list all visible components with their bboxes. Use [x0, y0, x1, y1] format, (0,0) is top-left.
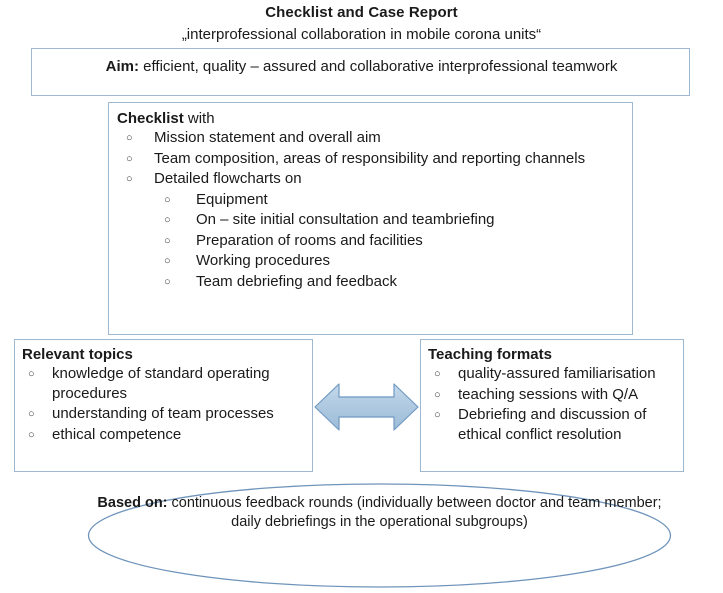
- bullet-circle-icon: ○: [164, 193, 171, 206]
- relevant-topics-heading: Relevant topics: [22, 346, 133, 363]
- teaching-formats-box: Teaching formats ○ quality-assured famil…: [420, 339, 684, 472]
- checklist-heading-rest: with: [183, 110, 215, 127]
- list-item-label: ethical competence: [52, 425, 182, 443]
- teaching-formats-list: ○ quality-assured familiarisation ○ teac…: [428, 364, 676, 444]
- aim-text: Aim: efficient, quality – assured and co…: [32, 58, 691, 75]
- sub-list-item: ○ Preparation of rooms and facilities: [154, 231, 624, 251]
- bullet-circle-icon: ○: [164, 234, 171, 247]
- connector-arrow: [313, 378, 420, 436]
- aim-body: efficient, quality – assured and collabo…: [139, 58, 618, 75]
- list-item-label: Mission statement and overall aim: [154, 129, 381, 147]
- bullet-circle-icon: ○: [28, 408, 35, 421]
- relevant-topics-list: ○ knowledge of standard operating proced…: [22, 364, 305, 444]
- aim-box: Aim: efficient, quality – assured and co…: [31, 48, 690, 96]
- list-item: ○ understanding of team processes: [22, 404, 305, 424]
- checklist-box: Checklist with ○ Mission statement and o…: [108, 102, 633, 335]
- checklist-heading: Checklist with: [117, 109, 624, 128]
- basis-label: Based on:: [97, 495, 168, 511]
- sub-list-item: ○ Team debriefing and feedback: [154, 272, 624, 292]
- list-item: ○ Debriefing and discussion of ethical c…: [428, 405, 676, 444]
- list-item: ○ Mission statement and overall aim: [117, 128, 624, 148]
- list-item-label: Debriefing and discussion of ethical con…: [458, 406, 647, 443]
- bullet-circle-icon: ○: [164, 255, 171, 268]
- checklist-sublist: ○ Equipment ○ On – site initial consulta…: [154, 190, 624, 292]
- list-item-label: knowledge of standard operating procedur…: [52, 365, 270, 402]
- bullet-circle-icon: ○: [28, 428, 35, 441]
- relevant-topics-box: Relevant topics ○ knowledge of standard …: [14, 339, 313, 472]
- list-item-label: teaching sessions with Q/A: [458, 385, 639, 403]
- sub-list-item-label: Team debriefing and feedback: [196, 272, 397, 290]
- list-item-label: Team composition, areas of responsibilit…: [154, 149, 586, 167]
- page-title: Checklist and Case Report: [265, 4, 458, 21]
- list-item: ○ Detailed flowcharts on ○ Equipment ○ O…: [117, 169, 624, 291]
- basis-body: continuous feedback rounds (individually…: [167, 495, 662, 531]
- sub-list-item-label: On – site initial consultation and teamb…: [196, 211, 495, 229]
- sub-list-item-label: Equipment: [196, 190, 268, 208]
- slide-canvas: Checklist and Case Report „interprofessi…: [14, 4, 690, 588]
- sub-list-item-label: Preparation of rooms and facilities: [196, 231, 423, 249]
- list-item: ○ Team composition, areas of responsibil…: [117, 149, 624, 169]
- bullet-circle-icon: ○: [28, 368, 35, 381]
- bullet-circle-icon: ○: [164, 214, 171, 227]
- double-headed-arrow-icon: [314, 383, 419, 431]
- list-item: ○ knowledge of standard operating proced…: [22, 364, 305, 403]
- checklist-heading-bold: Checklist: [117, 110, 184, 127]
- sub-list-item: ○ Equipment: [154, 190, 624, 210]
- list-item: ○ teaching sessions with Q/A: [428, 385, 676, 405]
- sub-list-item: ○ On – site initial consultation and tea…: [154, 210, 624, 230]
- aim-label: Aim:: [105, 58, 139, 75]
- bullet-circle-icon: ○: [434, 409, 441, 422]
- bullet-circle-icon: ○: [126, 173, 133, 186]
- sub-list-item-label: Working procedures: [196, 252, 330, 270]
- list-item-label: understanding of team processes: [52, 405, 274, 423]
- page-subtitle: „interprofessional collaboration in mobi…: [181, 26, 542, 43]
- teaching-formats-heading: Teaching formats: [428, 346, 552, 363]
- list-item: ○ quality-assured familiarisation: [428, 364, 676, 384]
- checklist-list: ○ Mission statement and overall aim ○ Te…: [117, 128, 624, 291]
- bullet-circle-icon: ○: [126, 152, 133, 165]
- list-item-label: Detailed flowcharts on: [154, 170, 302, 188]
- bullet-circle-icon: ○: [164, 275, 171, 288]
- list-item: ○ ethical competence: [22, 425, 305, 445]
- list-item-label: quality-assured familiarisation: [458, 365, 656, 383]
- sub-list-item: ○ Working procedures: [154, 251, 624, 271]
- bullet-circle-icon: ○: [126, 132, 133, 145]
- bullet-circle-icon: ○: [434, 368, 441, 381]
- basis-text: Based on: continuous feedback rounds (in…: [87, 494, 672, 533]
- bullet-circle-icon: ○: [434, 388, 441, 401]
